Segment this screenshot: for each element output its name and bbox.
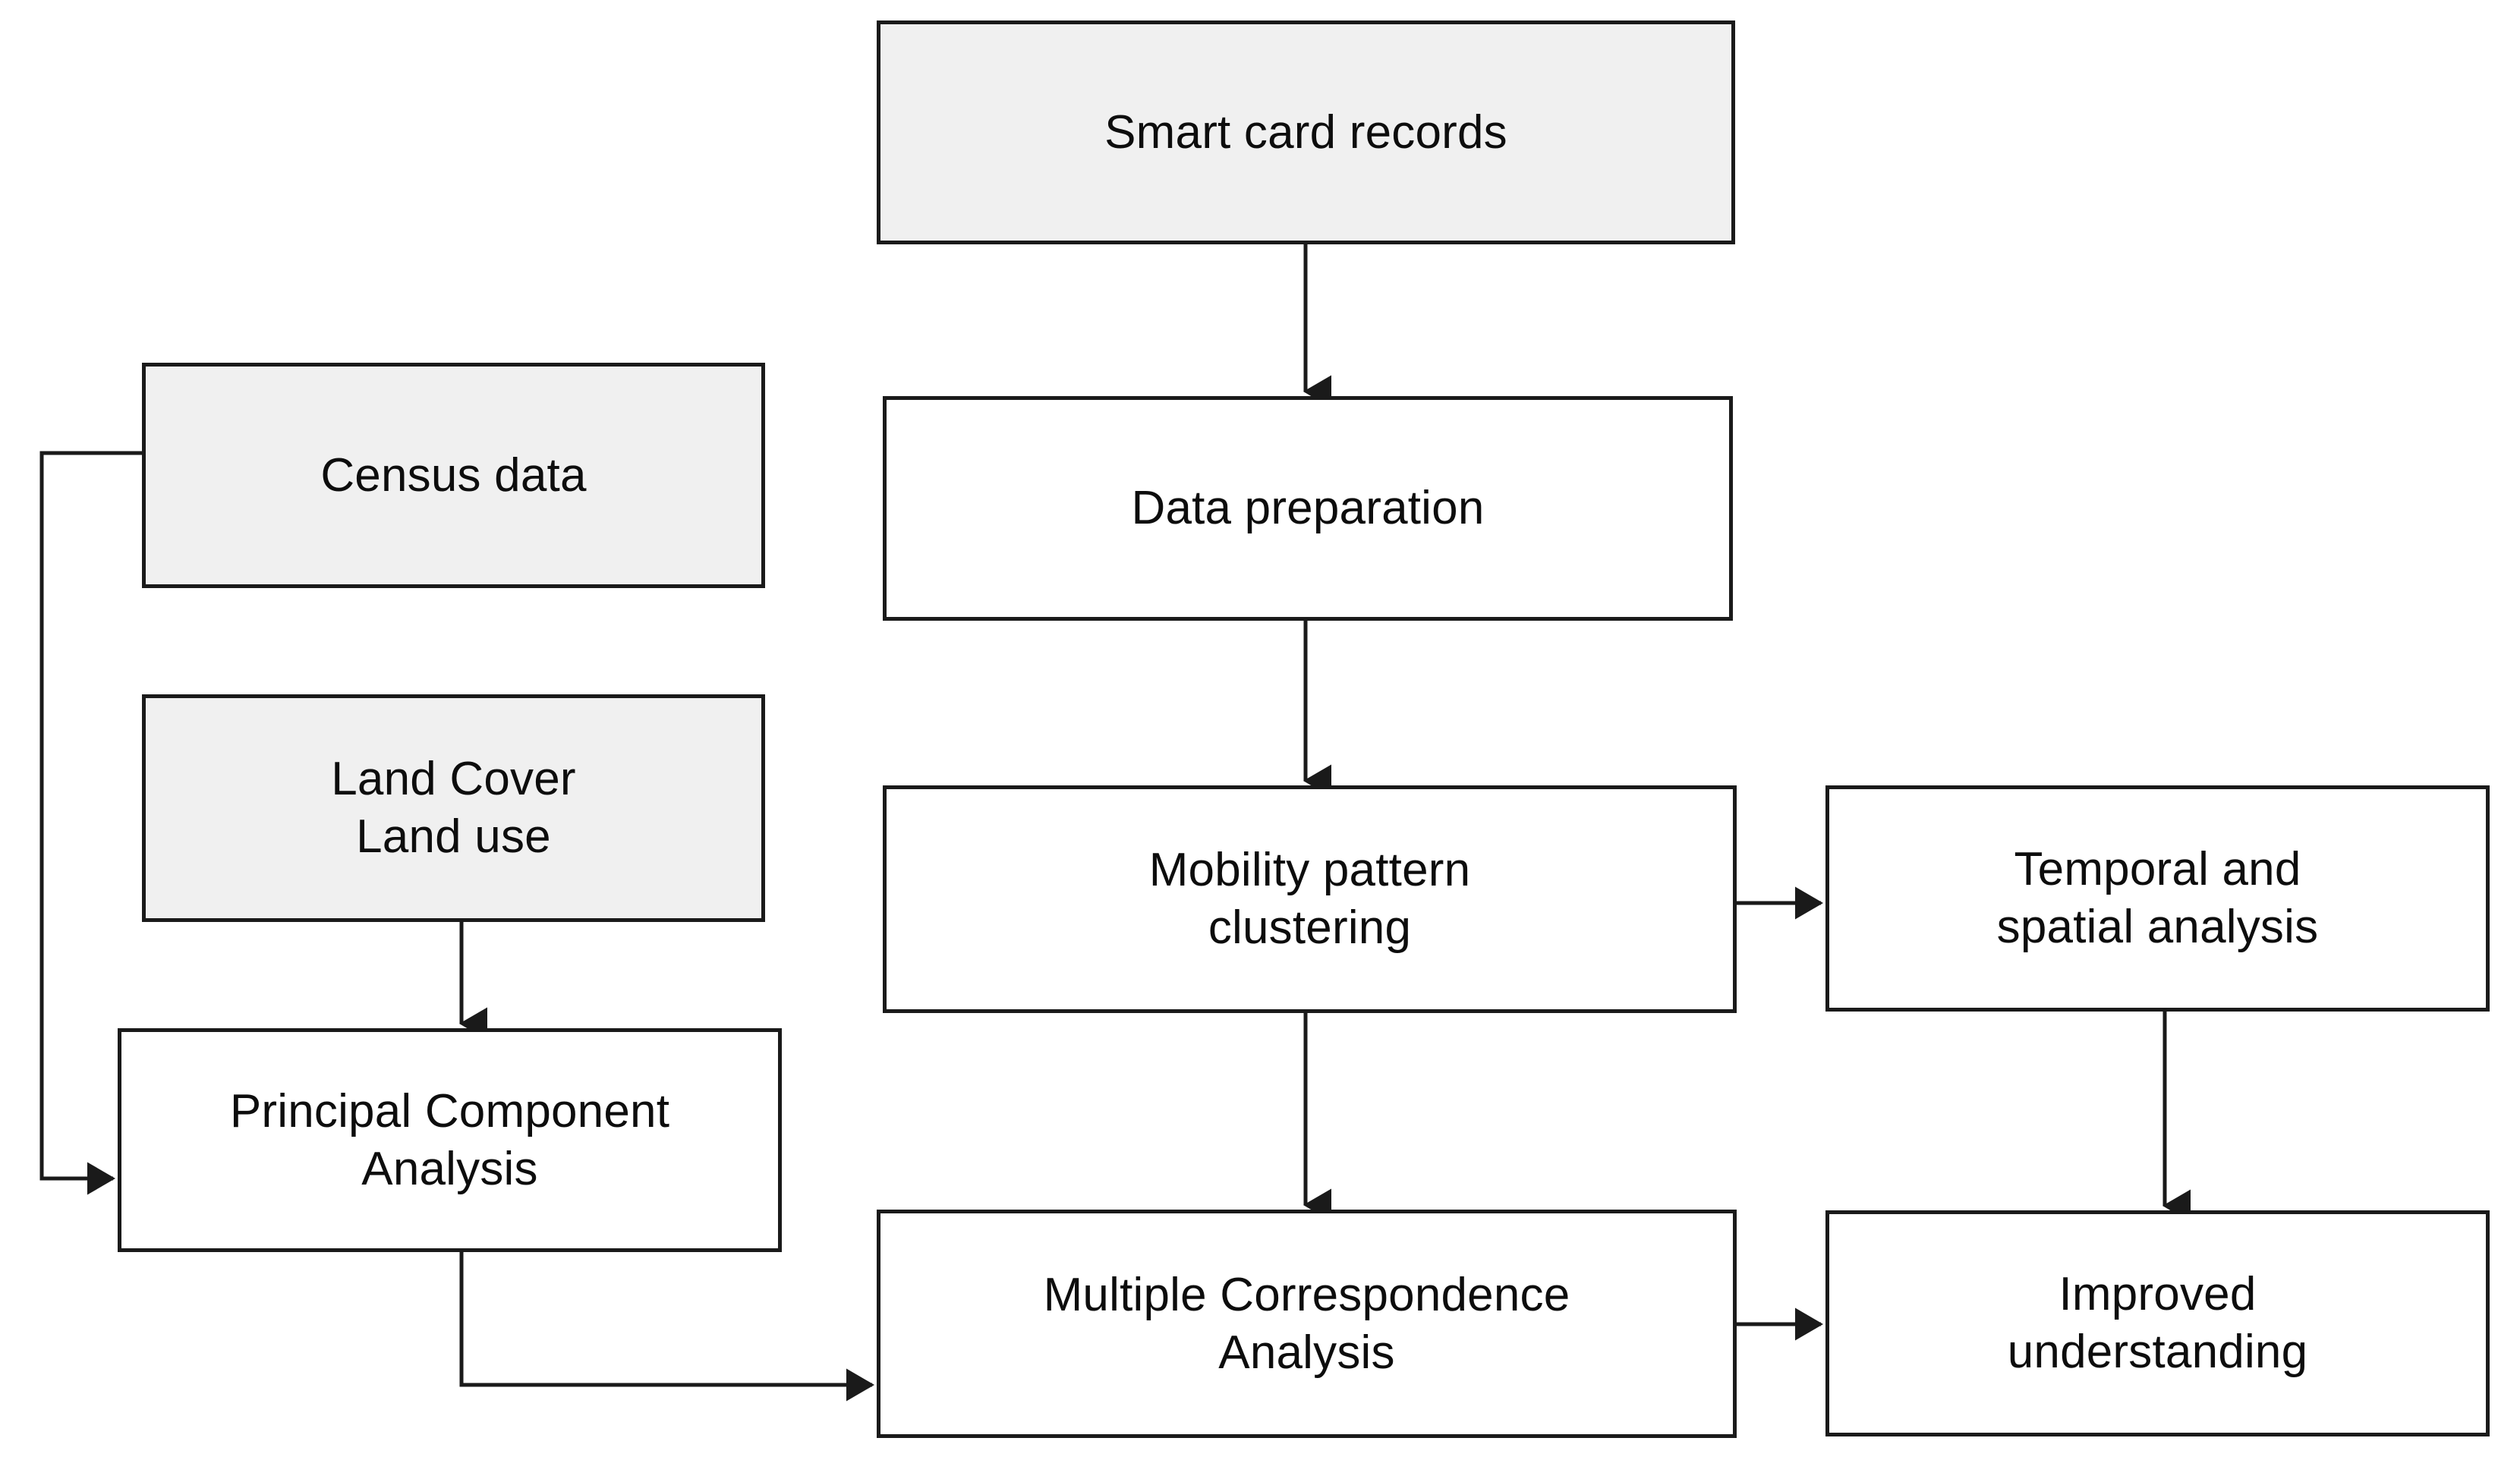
node-label: Multiple Correspondence Analysis [1043, 1268, 1570, 1379]
node-temporal-and-spatial-analysis: Temporal and spatial analysis [1825, 785, 2490, 1012]
node-census-data: Census data [142, 363, 765, 588]
node-label: Mobility pattern clustering [1148, 844, 1471, 954]
node-mobility-pattern-clustering: Mobility pattern clustering [883, 785, 1737, 1013]
node-smart-card-records: Smart card records [877, 20, 1735, 244]
node-label: Data preparation [1131, 482, 1485, 535]
node-label: Land Cover Land use [331, 753, 576, 863]
node-label: Temporal and spatial analysis [1996, 843, 2319, 953]
node-data-preparation: Data preparation [883, 396, 1733, 621]
node-label: Census data [320, 448, 587, 502]
node-label: Smart card records [1104, 105, 1507, 159]
node-improved-understanding: Improved understanding [1825, 1210, 2490, 1436]
node-label: Principal Component Analysis [229, 1084, 670, 1195]
node-land-cover-land-use: Land Cover Land use [142, 694, 765, 922]
edge-principal-component-analysis-to-multiple-correspondence-analysis [459, 1252, 874, 1402]
node-label: Improved understanding [2007, 1268, 2308, 1378]
node-principal-component-analysis: Principal Component Analysis [118, 1028, 782, 1252]
node-multiple-correspondence-analysis: Multiple Correspondence Analysis [877, 1210, 1737, 1438]
